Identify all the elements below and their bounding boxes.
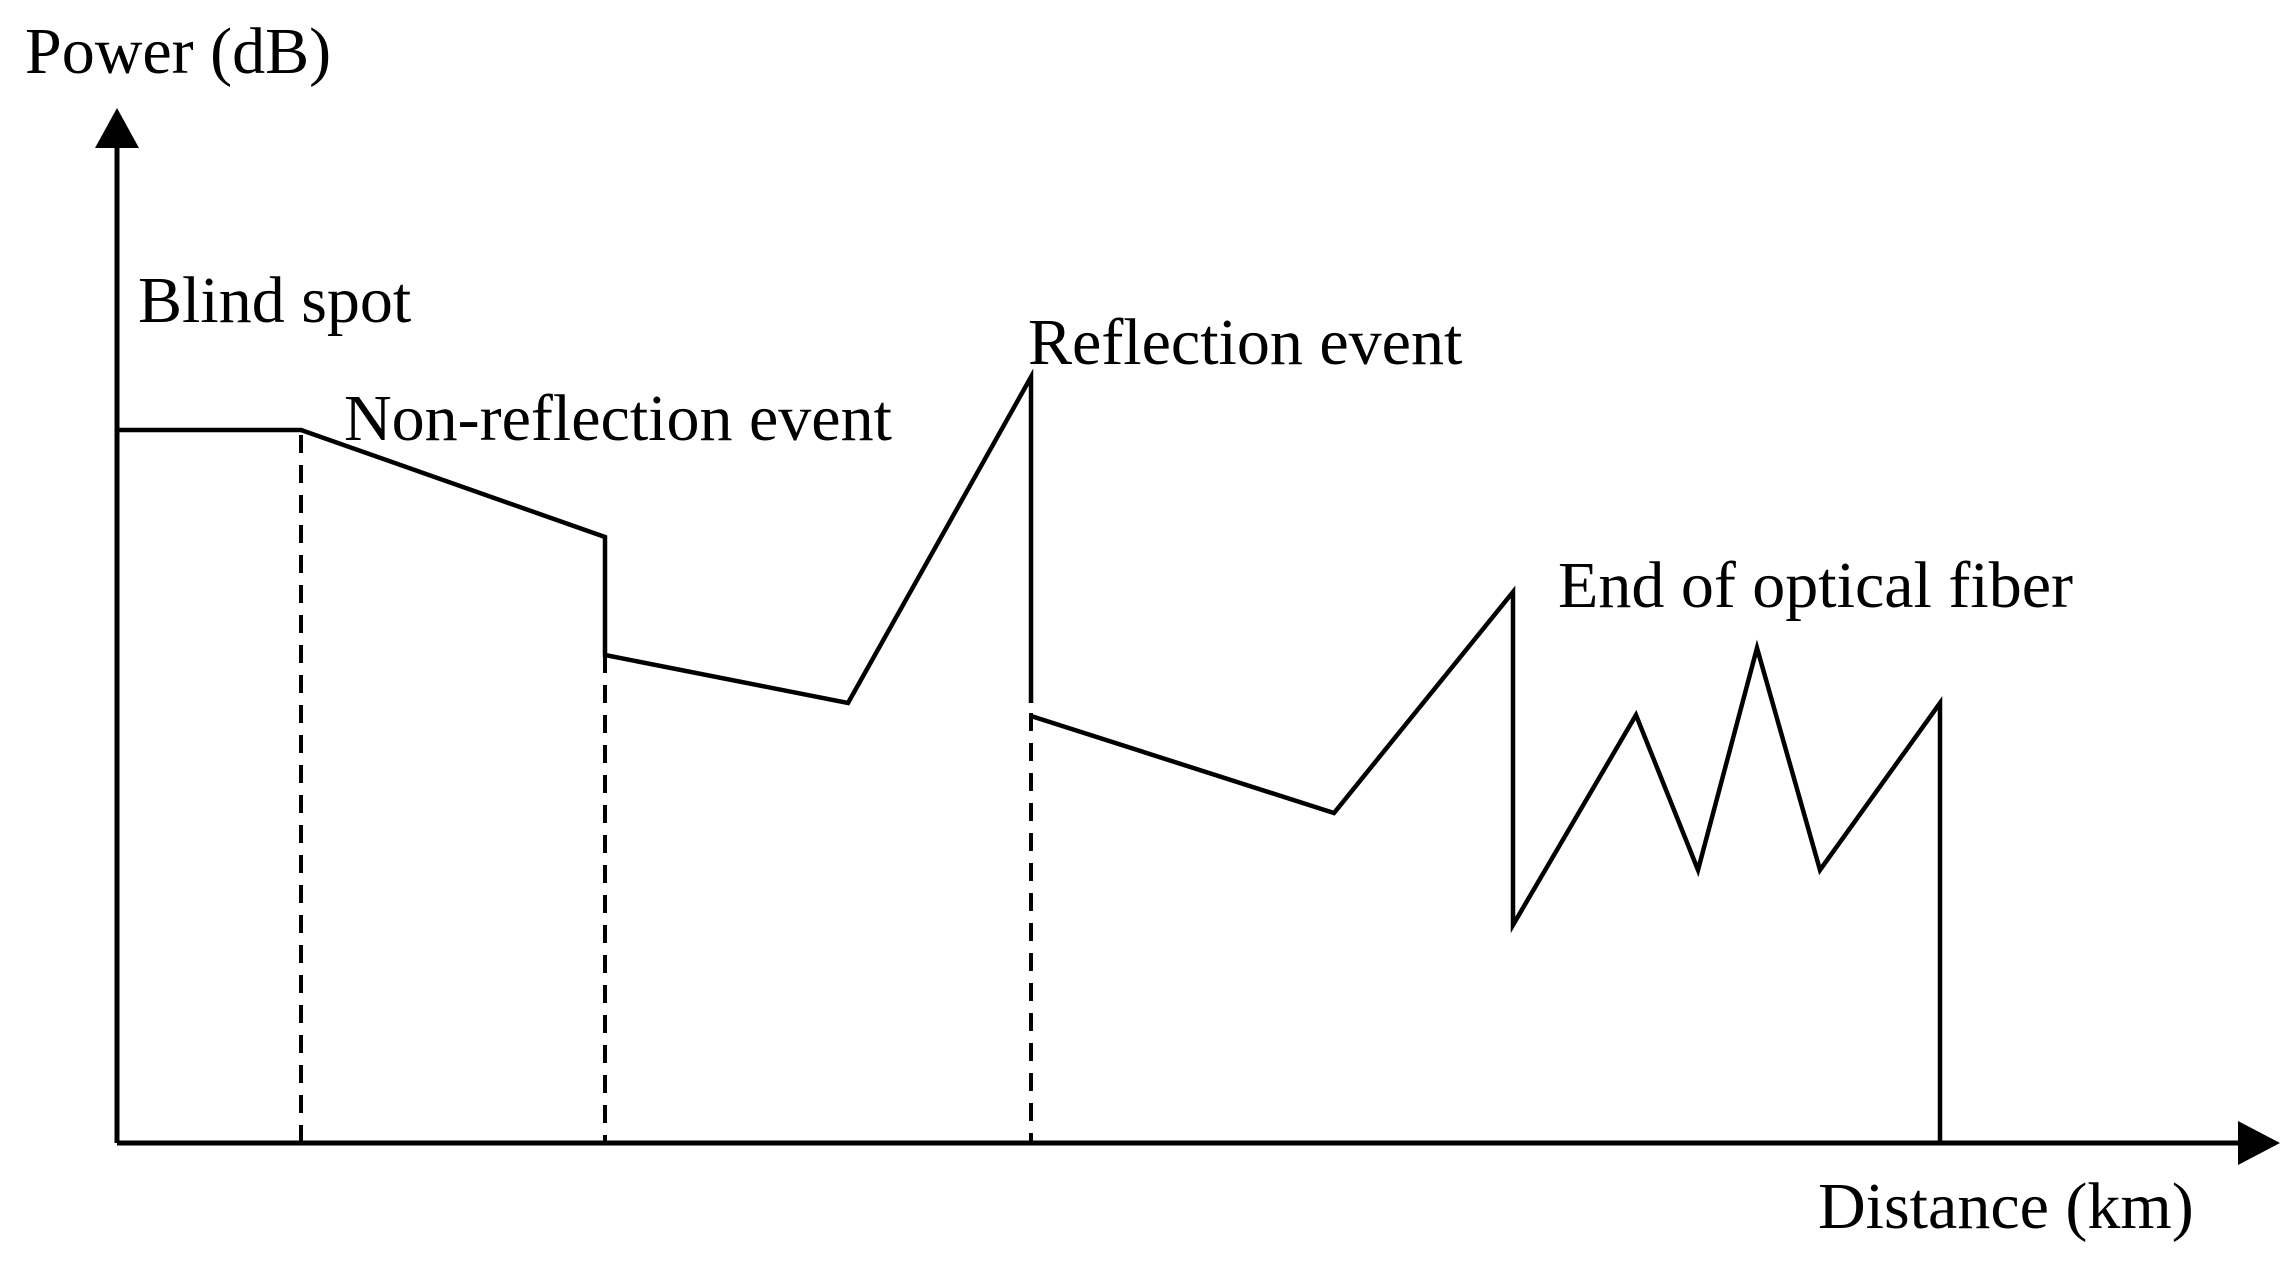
event-markers — [299, 435, 1033, 1143]
x-axis-label: Distance (km) — [1818, 1170, 2194, 1243]
trace-blind-zone — [117, 368, 1034, 706]
axes — [95, 108, 2280, 1165]
trace-after-reflection — [1030, 585, 1943, 1143]
reflection-label: Reflection event — [1028, 306, 1462, 379]
otdr-trace — [117, 368, 1943, 1143]
fiber-end-label: End of optical fiber — [1558, 549, 2073, 622]
non-reflection-label: Non-reflection event — [344, 382, 892, 455]
y-axis-label: Power (dB) — [25, 15, 331, 88]
y-axis-arrowhead — [95, 108, 139, 148]
x-axis-arrowhead — [2238, 1121, 2280, 1165]
blind-spot-label: Blind spot — [138, 264, 411, 337]
